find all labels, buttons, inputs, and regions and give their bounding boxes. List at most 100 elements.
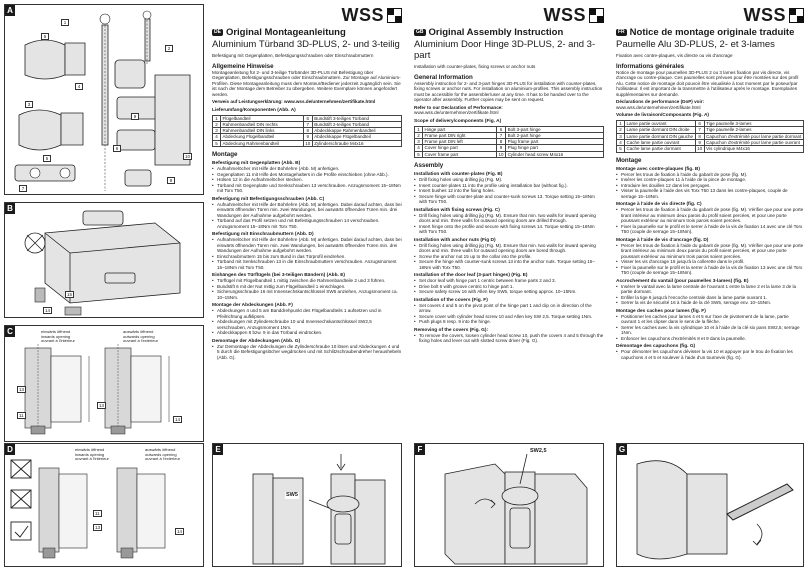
- list-item: To remove the covers, loosen cylinder he…: [414, 333, 604, 344]
- french-column: WSS FR Notice de montage originale tradu…: [616, 4, 804, 441]
- step-list: Percer les trous de fixation à l'aide du…: [616, 243, 804, 276]
- list-item: Screw the anchor nut 15 up to the collar…: [414, 254, 604, 260]
- section-heading: Montage à l'aide de vis d'ancrage (fig. …: [616, 237, 709, 243]
- callout-13b: 13: [97, 402, 107, 409]
- figure-d: D einwärts öffnend inwards opening ouvra…: [4, 443, 204, 567]
- language-badge: DE: [212, 29, 223, 36]
- callout-14: 14: [43, 307, 53, 314]
- callout-3: 3: [25, 101, 33, 108]
- list-item: Percer les trous de fixation à l'aide du…: [616, 243, 804, 260]
- list-item: Enfoncer les capuchons d'extrémités 8 et…: [616, 336, 804, 342]
- callout-8: 8: [167, 177, 175, 184]
- page-title: GB Original Assembly Instruction: [414, 27, 564, 38]
- product-subtitle: Aluminium Türband 3D-PLUS, 2- und 3-teil…: [212, 39, 400, 50]
- section-heading: Installation with anchor nuts (Fig D): [414, 237, 496, 243]
- list-item: Secure the hinge with counter-sunk screw…: [414, 259, 604, 270]
- figure-a: A: [4, 4, 204, 195]
- callout-4: 4: [75, 83, 83, 90]
- step-list: To remove the covers, loosen cylinder he…: [414, 333, 604, 344]
- callout-11: 11: [93, 510, 102, 517]
- outward-note: auswärts öffnend outwards opening ouvran…: [145, 447, 181, 462]
- counter-plate-drawing: [24, 210, 181, 316]
- callout-14: 14: [175, 528, 185, 535]
- section-heading: Montage avec contre-plaques (fig. B): [616, 166, 700, 172]
- figure-b: B 15 14: [4, 202, 204, 318]
- brand-logo-text: WSS: [743, 4, 786, 25]
- list-item: Drill fixing holes using drilling jig (F…: [414, 177, 604, 183]
- list-item: Insérer les contre-plaques 11 à l'aide d…: [616, 177, 804, 183]
- list-item: Aufnahmelöcher mit Hilfe der Bohrlehre (…: [212, 166, 402, 172]
- step-list: Abdeckungen 4 und 5 am Banddrehpunkt des…: [212, 308, 402, 336]
- certificate-heading: Déclarations de performance (DoP) voir:: [616, 99, 705, 105]
- general-heading: Informations générales: [616, 62, 685, 70]
- list-item: Gegenplatten 11 mit Hilfe des Montagehal…: [212, 172, 402, 178]
- certificate-link: www.wss.de/unternehmen/zertifikate.html: [414, 110, 499, 116]
- step-list: Set door leaf with hinge part 1 centric …: [414, 278, 604, 295]
- page-title: FR Notice de montage originale traduite: [616, 27, 795, 38]
- brand-logo-icon: [589, 7, 604, 23]
- language-badge: FR: [616, 29, 627, 36]
- figure-c: C einwärts öffnend inwards opening ouvra…: [4, 325, 204, 442]
- fixing-intro: Befestigung mit Gegenplatten, Befestigun…: [212, 53, 374, 58]
- scope-heading: Scope of delivery/components (Fig. A): [414, 118, 502, 124]
- list-item: Secure safety screw 16 with Allen key SW…: [414, 289, 604, 295]
- list-item: Türband mit Senkschrauben 13 in die Eins…: [212, 259, 402, 270]
- callout-13: 13: [17, 386, 27, 393]
- brand-logo-text: WSS: [341, 4, 384, 25]
- list-item: Pour démonter les capuchons dévisser la …: [616, 349, 804, 360]
- list-item: Hülsen 12 in die Aufnahmelöcher stecken.: [212, 177, 402, 183]
- fixing-intro: Installation with counter-plates, fixing…: [414, 64, 536, 69]
- list-item: Abdeckungen 4 und 5 am Banddrehpunkt des…: [212, 308, 402, 319]
- list-item: Visser les vis d'ancrage 15 jusqu'à la c…: [616, 259, 804, 265]
- list-item: Bundstift 6 mit der Nut mittig zum Flüge…: [212, 284, 402, 290]
- list-item: Introduire les douilles 12 dans les perç…: [616, 183, 804, 189]
- page-title: DE Original Montageanleitung: [212, 27, 346, 38]
- sw5-label: SW5: [285, 492, 299, 499]
- section-heading: Montage des caches pour lames (fig. F): [616, 308, 706, 314]
- section-heading: Démontage des capuchons (fig. G): [616, 344, 696, 350]
- figure-letter: B: [5, 203, 15, 214]
- section-heading: Befestigung mit Einschraubmuttern (Abb. …: [212, 232, 314, 238]
- section-heading: Installation of the covers (Fig. F): [414, 297, 488, 303]
- list-item: Secure hinge with counter-plate and coun…: [414, 194, 604, 205]
- general-text: Montageanleitung für 2- und 3-teilige Tü…: [212, 69, 401, 97]
- step-list: Positionner les caches pour lames 4 et 5…: [616, 314, 804, 342]
- step-list: Drill fixing holes using drilling jig (F…: [414, 177, 604, 205]
- fixing-screw-section-drawing: [24, 344, 170, 435]
- figure-letter: F: [415, 444, 425, 455]
- step-list: Türflügel mit Flügelbandteil 1 mittig zw…: [212, 278, 402, 300]
- certificate-link: Verweis auf Leistungserklärung: www.wss.…: [212, 99, 376, 105]
- callout-13: 13: [93, 524, 103, 531]
- list-item: Insert counter-plates 11 into the profil…: [414, 183, 604, 189]
- list-item: Visser la paumelle à l'aide des vis Torx…: [616, 188, 804, 199]
- section-heading: Installation of the door leaf (3-part hi…: [414, 273, 528, 279]
- inward-note: einwärts öffnend inwards opening ouvrant…: [41, 329, 75, 344]
- step-list: Percer les trous de fixation à l'aide du…: [616, 207, 804, 235]
- german-column: WSS DE Original Montageanleitung Alumini…: [212, 4, 402, 441]
- language-badge: GB: [414, 29, 426, 36]
- assembly-heading: Montage: [616, 156, 642, 164]
- step-list: Aufnahmelöcher mit Hilfe der Bohrlehre (…: [212, 237, 402, 270]
- fixing-intro: Fixation avec contre-plaques, vis direct…: [616, 53, 733, 58]
- section-heading: Accrochement du vantail (pour paumelles …: [616, 278, 749, 284]
- section-heading: Installation with counter-plates (Fig. B…: [414, 172, 503, 178]
- figure-letter: D: [5, 444, 15, 455]
- brand-logo-text: WSS: [543, 4, 586, 25]
- step-list: Aufnahmelöcher mit Hilfe der Bohrlehre (…: [212, 202, 402, 230]
- step-list: Zur Demontage der Abdeckungen die Zylind…: [212, 344, 402, 361]
- list-item: Insert hinge onto the profile and secure…: [414, 224, 604, 235]
- figure-letter: E: [213, 444, 223, 455]
- anchor-nut-section-drawing: [10, 459, 166, 559]
- scope-heading: Lieferumfang/Komponenten (Abb. A): [212, 107, 296, 113]
- figure-f: F SW2,5: [414, 443, 604, 567]
- assembly-heading: Montage: [212, 151, 238, 159]
